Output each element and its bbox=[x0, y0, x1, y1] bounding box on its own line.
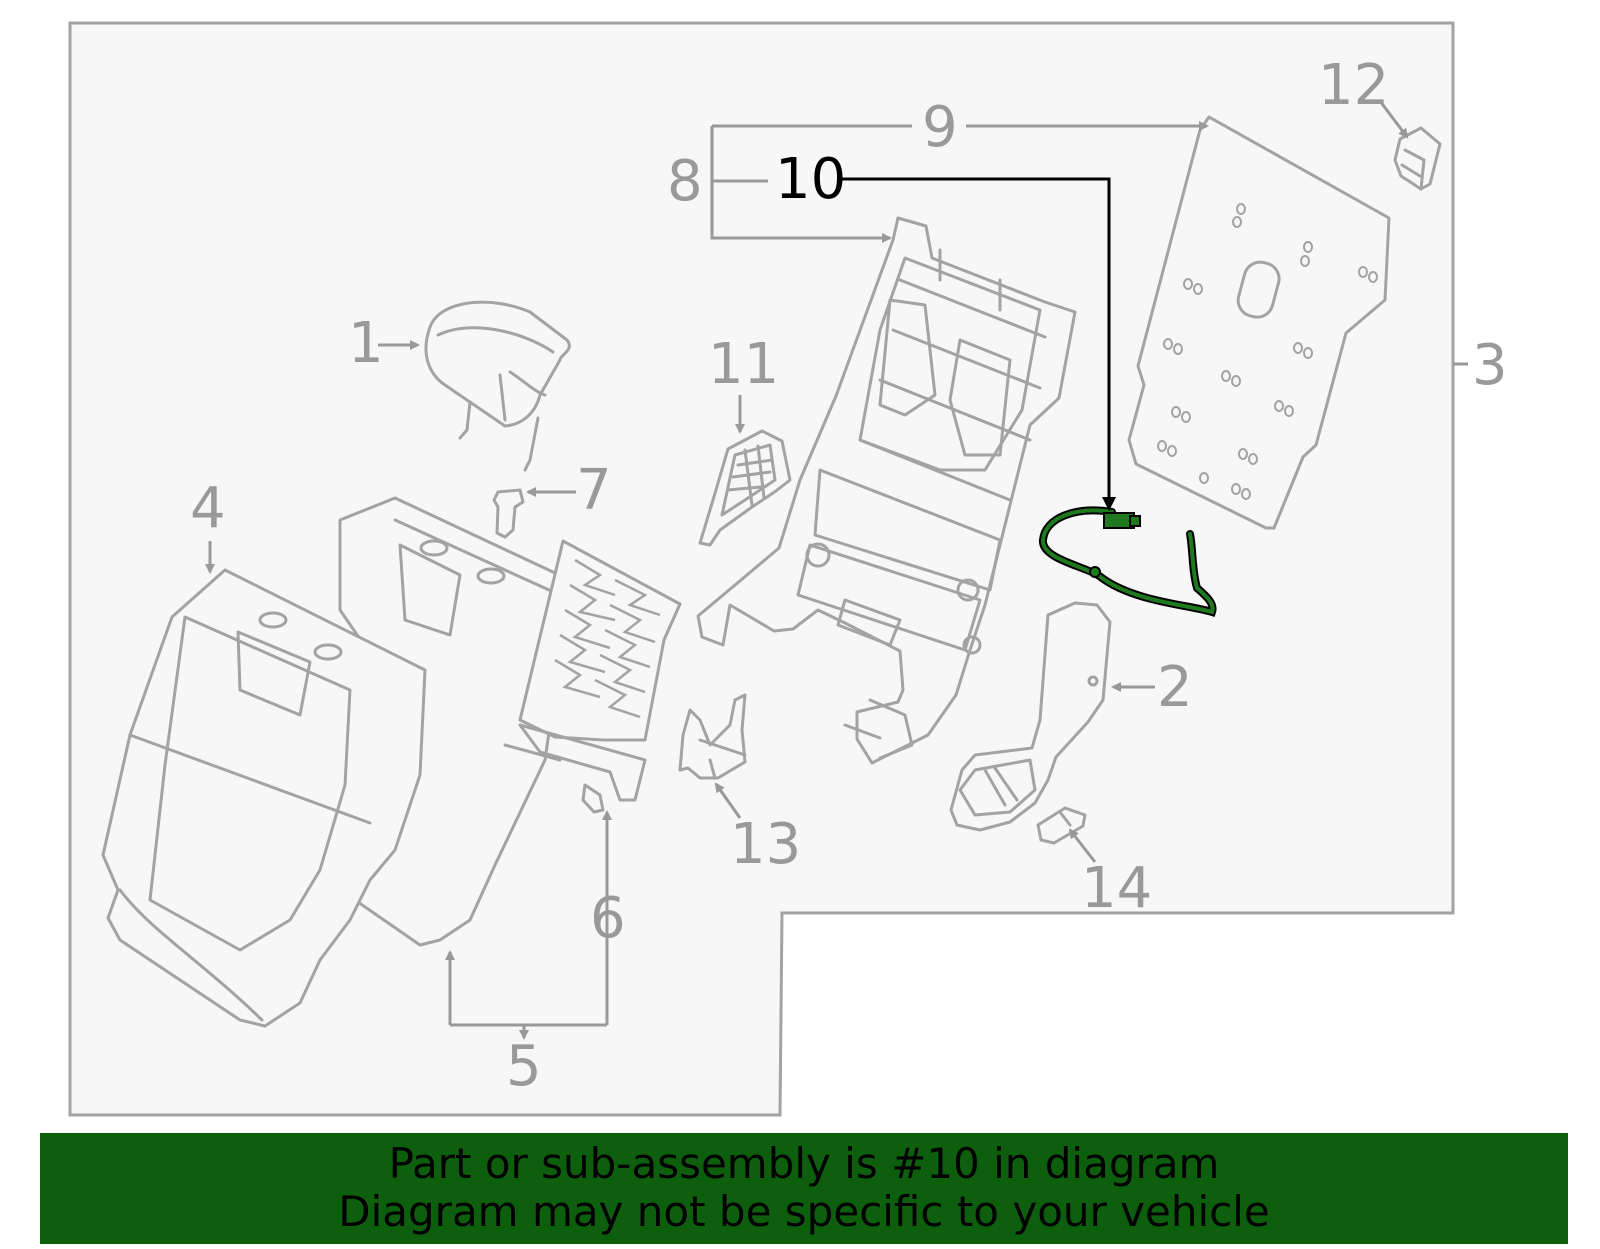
banner-line-disclaimer: Diagram may not be specific to your vehi… bbox=[338, 1187, 1270, 1236]
callout-4: 4 bbox=[190, 476, 226, 541]
callout-8: 8 bbox=[667, 149, 703, 214]
leader-lines bbox=[205, 100, 1468, 1038]
part-10-wire-harness bbox=[1039, 506, 1217, 618]
callout-5: 5 bbox=[506, 1034, 542, 1099]
callout-10: 10 bbox=[775, 147, 846, 212]
callout-labels: 1 2 3 4 5 6 7 8 9 10 11 12 13 14 bbox=[190, 53, 1508, 1099]
callout-1: 1 bbox=[348, 311, 384, 376]
part-13-bracket bbox=[678, 693, 747, 780]
part-4-seat-back-cover bbox=[101, 568, 427, 1028]
callout-13: 13 bbox=[730, 812, 801, 877]
info-banner: Part or sub-assembly is #10 in diagram D… bbox=[40, 1133, 1568, 1244]
part-1-headrest bbox=[424, 300, 571, 472]
part-8-seat-back-frame bbox=[696, 216, 1077, 765]
callout-6: 6 bbox=[590, 886, 626, 951]
callout-12: 12 bbox=[1318, 53, 1389, 118]
part-6-seat-mat bbox=[518, 539, 682, 814]
part-11-trim-cover bbox=[698, 429, 792, 547]
part-14-clip bbox=[1036, 806, 1087, 845]
callout-14: 14 bbox=[1081, 856, 1152, 921]
part-7-guide bbox=[492, 488, 525, 539]
callout-9: 9 bbox=[922, 95, 958, 160]
callout-11: 11 bbox=[708, 332, 779, 397]
part-9-back-panel bbox=[1127, 115, 1391, 530]
banner-line-part-number: Part or sub-assembly is #10 in diagram bbox=[388, 1139, 1220, 1188]
callout-3: 3 bbox=[1472, 333, 1508, 398]
callout-7: 7 bbox=[576, 458, 612, 523]
part-2-side-cover bbox=[949, 601, 1112, 832]
part-12-clip bbox=[1393, 126, 1442, 191]
callout-2: 2 bbox=[1157, 655, 1193, 720]
